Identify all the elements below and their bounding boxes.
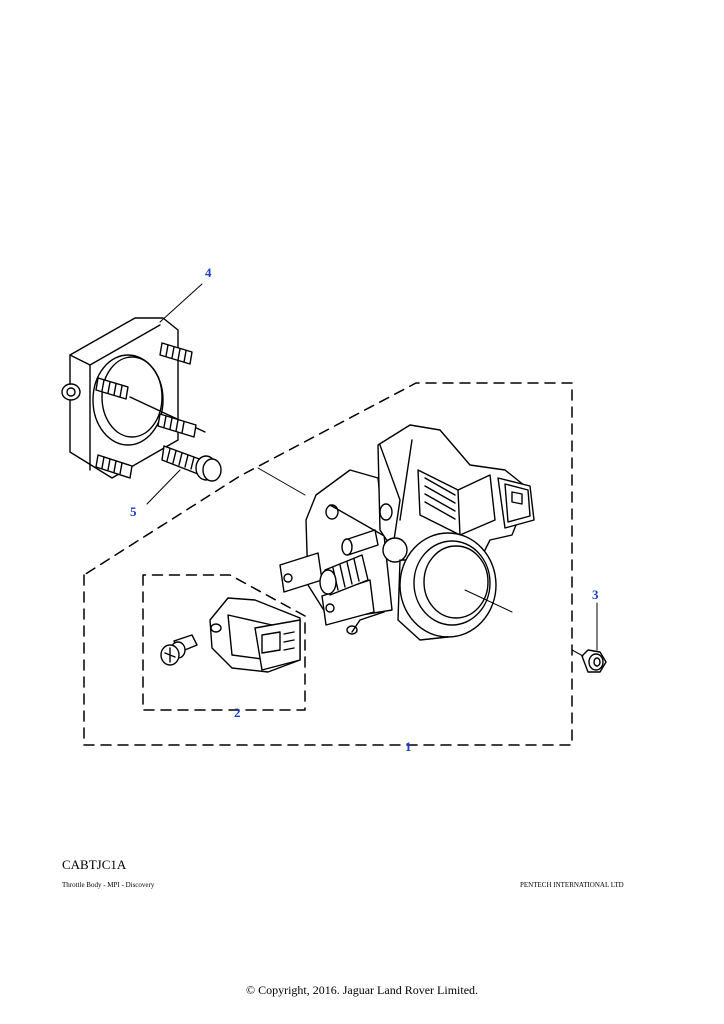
leader-line-5 (146, 469, 181, 505)
assembly-1-boundary (83, 382, 573, 746)
footer-title: Throttle Body - MPI - Discovery (62, 881, 155, 889)
leader-line-3b (571, 649, 584, 657)
illustration-code: CABTJC1A (62, 857, 127, 872)
callout-1[interactable]: 1 (405, 739, 412, 754)
leader-line-1b (464, 589, 513, 613)
throttle-body-part-1 (279, 424, 535, 641)
spacer-plate-part-4 (61, 317, 206, 479)
callout-5[interactable]: 5 (130, 504, 137, 519)
callout-2[interactable]: 2 (234, 705, 241, 720)
callout-3[interactable]: 3 (592, 587, 599, 602)
leader-line-1 (257, 467, 306, 496)
bolt-part-5 (161, 445, 222, 482)
callout-4[interactable]: 4 (205, 265, 212, 280)
assembly-2-boundary (142, 574, 306, 711)
nut-part-3 (581, 649, 607, 673)
footer-publisher: PENTECH INTERNATIONAL LTD (520, 881, 624, 889)
leader-line-4 (159, 283, 203, 323)
sensor-part-2 (160, 597, 301, 673)
copyright-notice: © Copyright, 2016. Jaguar Land Rover Lim… (245, 983, 479, 997)
